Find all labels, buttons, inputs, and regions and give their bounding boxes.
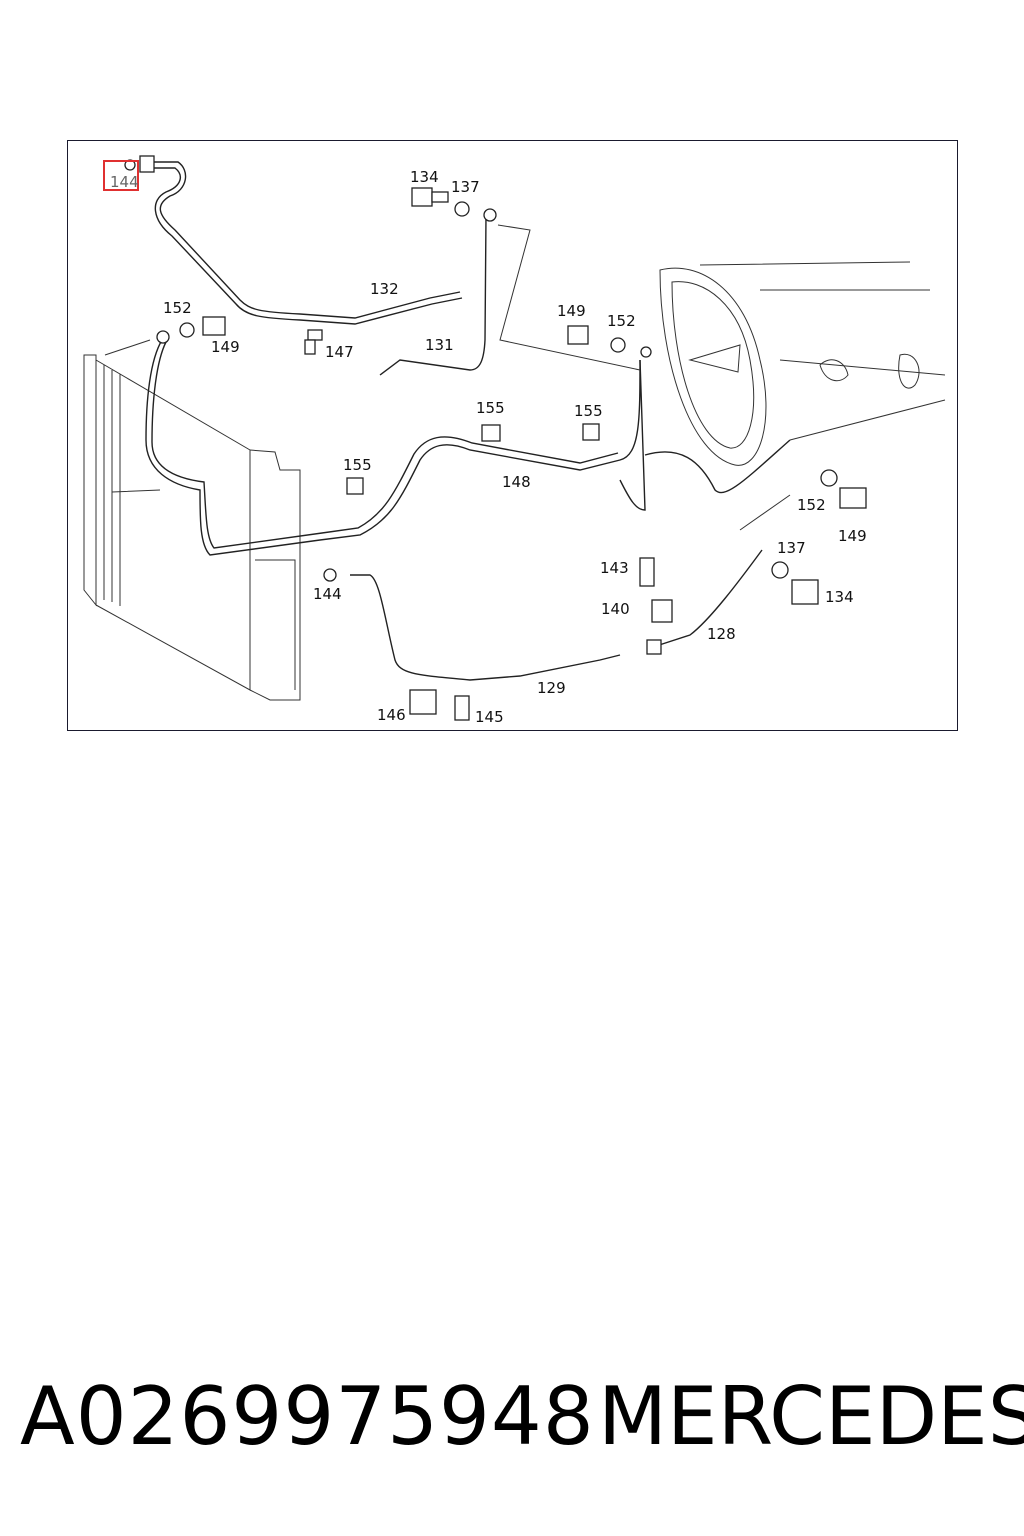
highlight-box — [103, 160, 139, 191]
transmission-drawing — [659, 261, 946, 466]
callout-label: 149 — [211, 338, 240, 356]
diagram-frame — [67, 140, 958, 731]
callout-144-highlight: 144 — [110, 173, 139, 191]
callout-label: 147 — [325, 343, 354, 361]
callout-label: 143 — [600, 559, 629, 577]
callout-label: 132 — [370, 280, 399, 298]
callout-label: 134 — [825, 588, 854, 606]
callout-label: 129 — [537, 679, 566, 697]
caption-bar: A0269975948 MERCEDES — [0, 1370, 1024, 1480]
callout-labels: 144 134 137 132 152 149 147 131 149 152 … — [110, 168, 867, 726]
callout-label: 152 — [797, 496, 826, 514]
callout-label: 152 — [163, 299, 192, 317]
callout-label: 145 — [475, 708, 504, 726]
brand-name: MERCEDES — [598, 1370, 1024, 1463]
radiator-drawing — [83, 354, 301, 701]
part-number: A0269975948 — [20, 1370, 595, 1463]
fittings — [124, 155, 867, 721]
callout-label: 128 — [707, 625, 736, 643]
callout-label: 140 — [601, 600, 630, 618]
callout-label: 155 — [574, 402, 603, 420]
callout-label: 155 — [476, 399, 505, 417]
callout-label: 152 — [607, 312, 636, 330]
callout-label: 146 — [377, 706, 406, 724]
callout-label: 137 — [451, 178, 480, 196]
callout-label: 137 — [777, 539, 806, 557]
oil-pipes — [104, 161, 791, 681]
callout-label: 155 — [343, 456, 372, 474]
callout-label: 149 — [557, 302, 586, 320]
callout-label: 144 — [313, 585, 342, 603]
callout-label: 131 — [425, 336, 454, 354]
callout-label: 134 — [410, 168, 439, 186]
callout-label: 149 — [838, 527, 867, 545]
callout-label: 148 — [502, 473, 531, 491]
